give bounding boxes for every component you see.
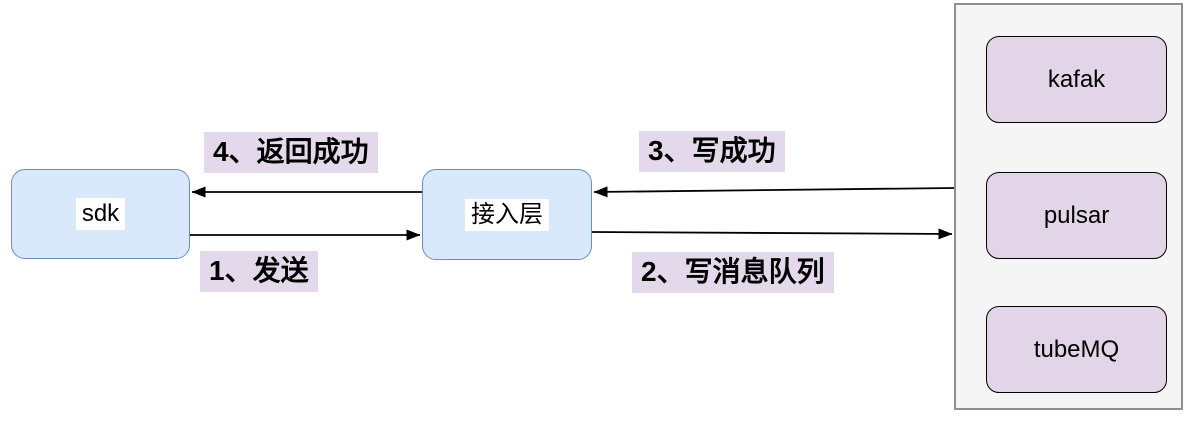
edge-label-write-queue: 2、写消息队列 bbox=[632, 252, 834, 293]
mq-container: kafak pulsar tubeMQ bbox=[954, 3, 1183, 410]
node-access-layer: 接入层 bbox=[422, 169, 592, 260]
node-access-layer-label: 接入层 bbox=[465, 198, 549, 231]
arrow-write-success bbox=[593, 186, 955, 198]
node-kafak-label: kafak bbox=[1047, 65, 1106, 93]
edge-label-send: 1、发送 bbox=[200, 251, 318, 292]
edge-label-return-success: 4、返回成功 bbox=[204, 132, 378, 173]
node-tubemq: tubeMQ bbox=[986, 306, 1167, 393]
node-pulsar: pulsar bbox=[986, 172, 1167, 259]
node-sdk-label: sdk bbox=[75, 198, 126, 230]
node-tubemq-label: tubeMQ bbox=[1033, 335, 1120, 363]
arrow-write-queue bbox=[591, 228, 953, 240]
node-pulsar-label: pulsar bbox=[1043, 201, 1110, 229]
edge-label-write-success: 3、写成功 bbox=[639, 131, 785, 172]
node-sdk: sdk bbox=[11, 169, 190, 259]
node-kafak: kafak bbox=[986, 36, 1167, 123]
